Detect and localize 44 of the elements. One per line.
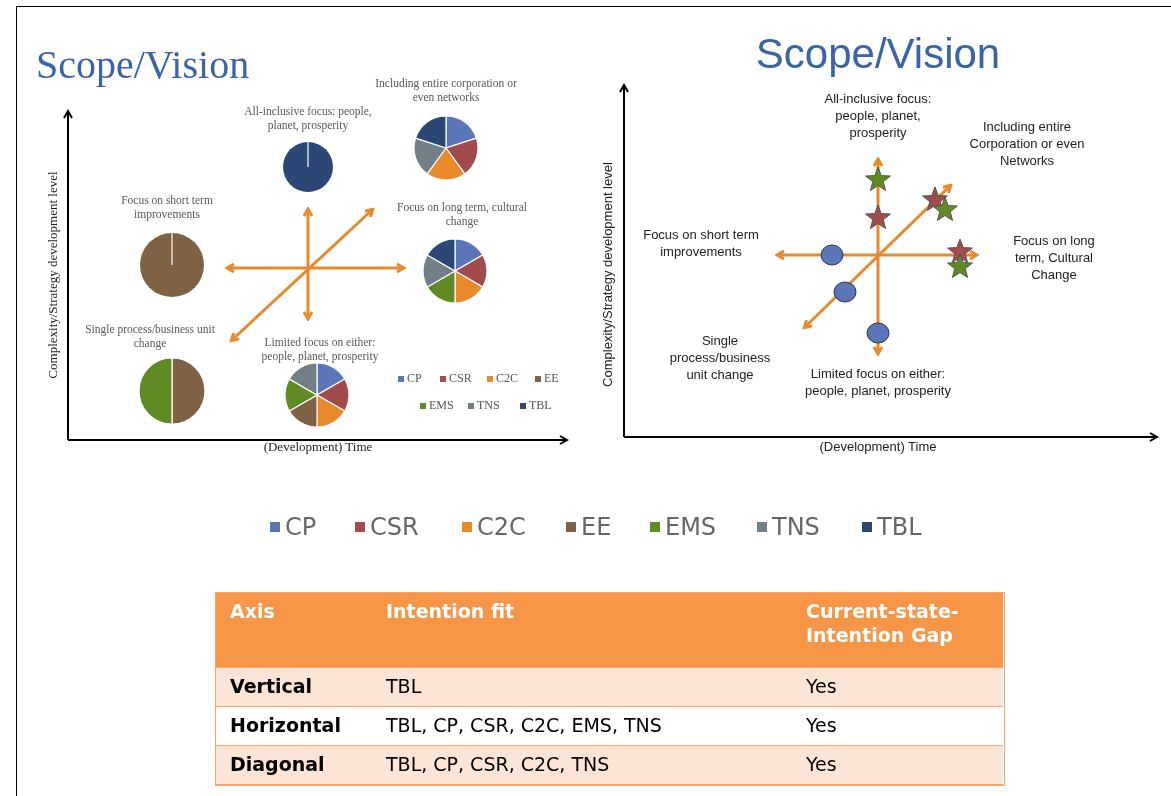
legend-label: EMS [429, 398, 454, 413]
legend-label: C2C [496, 371, 518, 386]
chart-title: Scope/Vision [36, 42, 250, 88]
annotation-text: Focus on long term, cultural change [396, 200, 528, 228]
table-cell: TBL, CP, CSR, C2C, TNS [386, 752, 610, 776]
table-cell: Horizontal [230, 713, 341, 737]
legend-label: EE [544, 371, 559, 386]
legend-label: TBL [877, 513, 922, 541]
legend-label: TNS [477, 398, 500, 413]
legend-label: CP [285, 513, 317, 541]
annotation-text: Focus on short term improvements [642, 226, 760, 260]
table-cell: TBL [386, 674, 422, 698]
table-cell: Vertical [230, 674, 313, 698]
annotation-text: Single process/business unit change [84, 322, 216, 350]
annotation-text: Limited focus on either: people, planet, prosperity [804, 365, 952, 399]
legend-label: TBL [529, 398, 552, 413]
annotation-text: All-inclusive focus: people, planet, prosperity [823, 90, 933, 141]
legend-label: C2C [477, 513, 526, 541]
annotation-text: All-inclusive focus: people, planet, prosperity [243, 104, 373, 132]
axis-label: Complexity/Strategy development level [46, 170, 60, 381]
annotation-text: Including entire Corporation or even Networks [968, 118, 1086, 169]
column-header: Axis [230, 599, 275, 623]
table-cell: Yes [806, 674, 837, 698]
annotation-text: Focus on short term improvements [120, 193, 214, 221]
axis-label: Complexity/Strategy development level [598, 161, 616, 389]
annotation-text: Focus on long term, Cultural Change [1012, 232, 1096, 283]
legend-label: TNS [772, 513, 820, 541]
legend-label: EE [581, 513, 612, 541]
legend-label: CSR [449, 371, 472, 386]
table-cell: TBL, CP, CSR, C2C, EMS, TNS [386, 713, 662, 737]
legend-label: CP [407, 371, 422, 386]
legend-label: CSR [370, 513, 419, 541]
table-cell: Yes [806, 713, 837, 737]
table-cell: Diagonal [230, 752, 325, 776]
axis-label: (Development) Time [262, 440, 374, 454]
column-header: Intention fit [386, 599, 515, 623]
legend-label: EMS [665, 513, 717, 541]
annotation-text: Including entire corporation or even networks [374, 76, 518, 104]
axis-label: (Development) Time [818, 438, 938, 455]
column-header: Current-state-Intention Gap [806, 599, 960, 647]
annotation-text: Single process/business unit change [668, 332, 772, 383]
table-cell: Yes [806, 752, 837, 776]
chart-title: Scope/Vision [754, 30, 1002, 78]
annotation-text: Limited focus on either: people, planet, prosperity [260, 335, 380, 363]
